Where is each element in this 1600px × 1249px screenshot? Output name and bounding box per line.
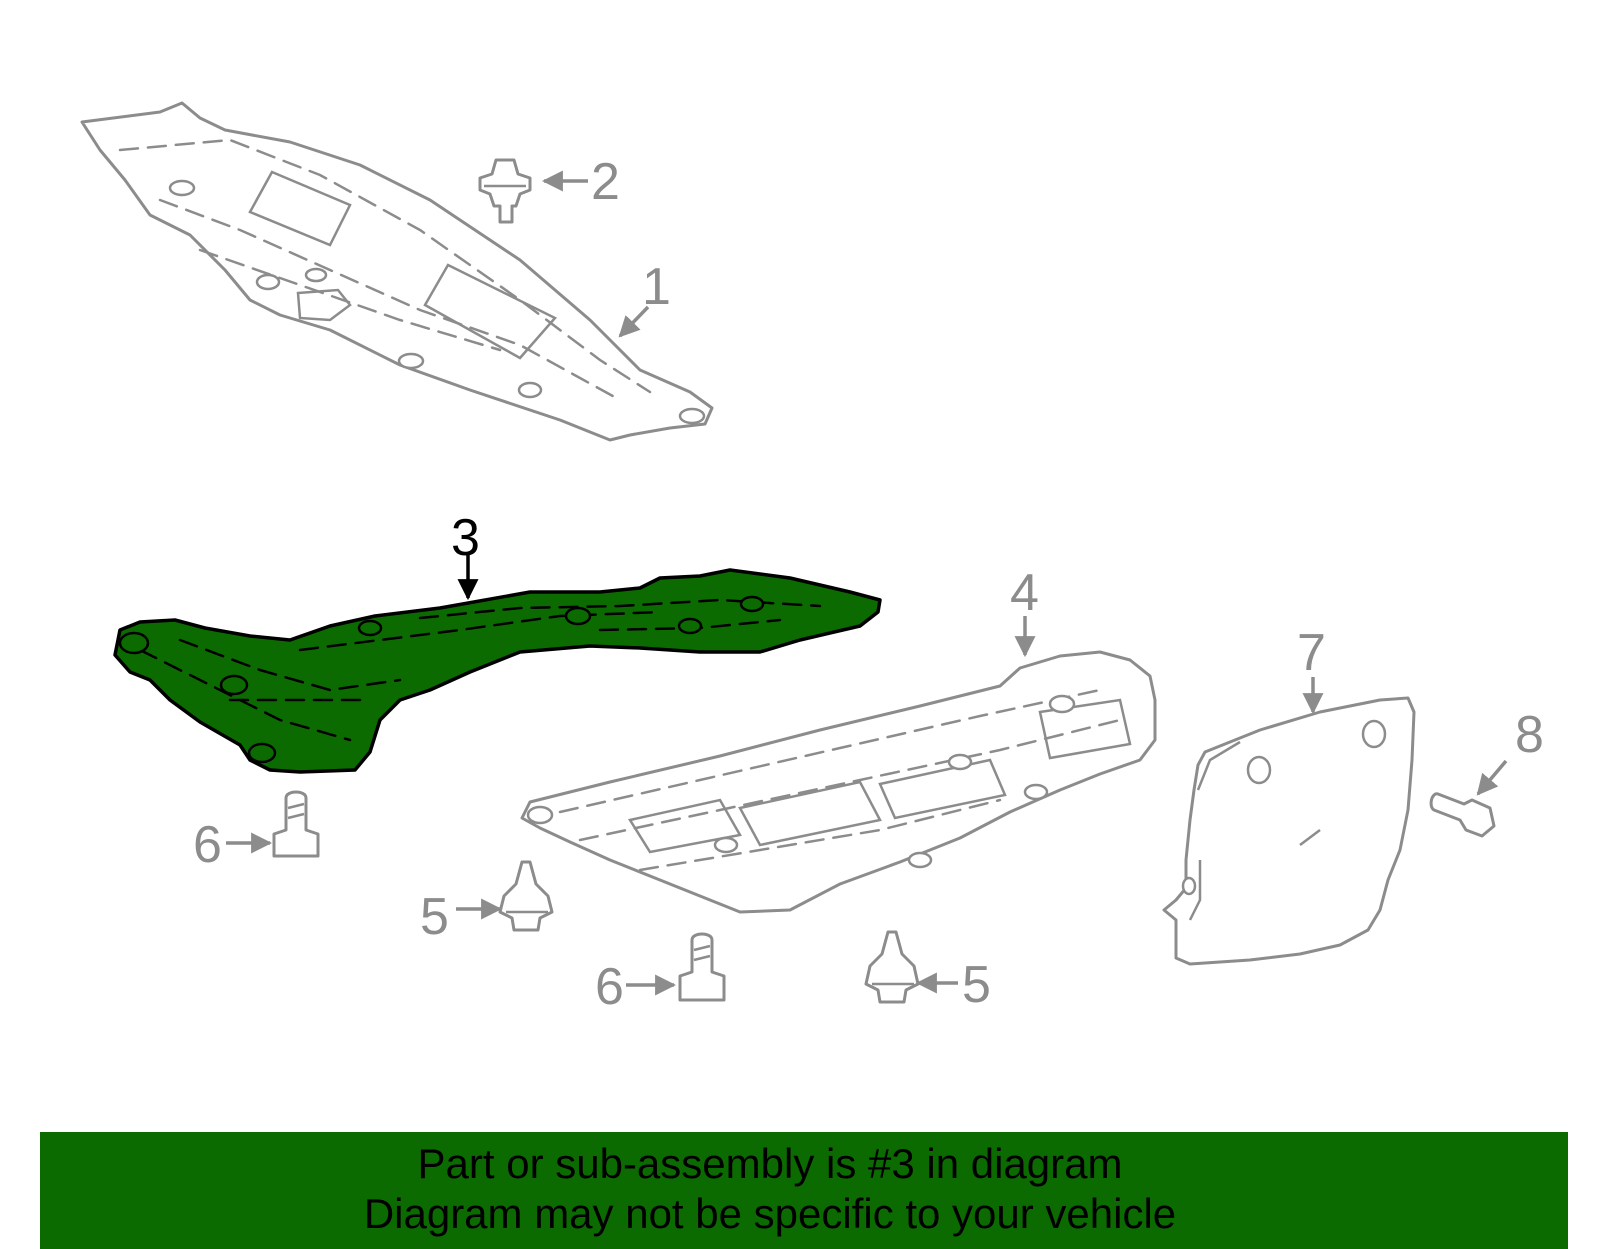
arrow-8 (1476, 759, 1508, 796)
callout-6a[interactable]: 6 (193, 816, 222, 874)
part-6-bolt-left[interactable] (272, 790, 320, 858)
callout-6b[interactable]: 6 (595, 958, 624, 1016)
callout-5b[interactable]: 5 (962, 956, 991, 1014)
part-7-side-cover[interactable] (1162, 696, 1416, 966)
part-6-bolt-center[interactable] (678, 932, 726, 1002)
callout-5a[interactable]: 5 (420, 888, 449, 946)
callout-3[interactable]: 3 (451, 509, 480, 567)
callout-1[interactable]: 1 (642, 258, 671, 316)
banner-line-part: Part or sub-assembly is #3 in diagram (417, 1140, 1123, 1187)
callout-7[interactable]: 7 (1297, 624, 1326, 682)
part-3-under-cover-highlighted[interactable] (113, 568, 882, 774)
part-4-lower-under-cover[interactable] (520, 650, 1157, 914)
info-banner: Part or sub-assembly is #3 in diagram Di… (40, 1132, 1568, 1249)
callout-8[interactable]: 8 (1515, 706, 1544, 764)
banner-line-disclaimer: Diagram may not be specific to your vehi… (363, 1190, 1177, 1237)
arrow-1 (618, 305, 650, 338)
part-5-clip-right[interactable] (864, 930, 920, 1004)
callout-4[interactable]: 4 (1010, 564, 1039, 622)
part-5-clip-left[interactable] (498, 860, 554, 932)
part-1-engine-under-cover[interactable] (80, 101, 714, 442)
callout-2[interactable]: 2 (591, 153, 620, 211)
part-2-clip[interactable] (478, 158, 532, 224)
part-8-bolt[interactable] (1429, 792, 1496, 838)
